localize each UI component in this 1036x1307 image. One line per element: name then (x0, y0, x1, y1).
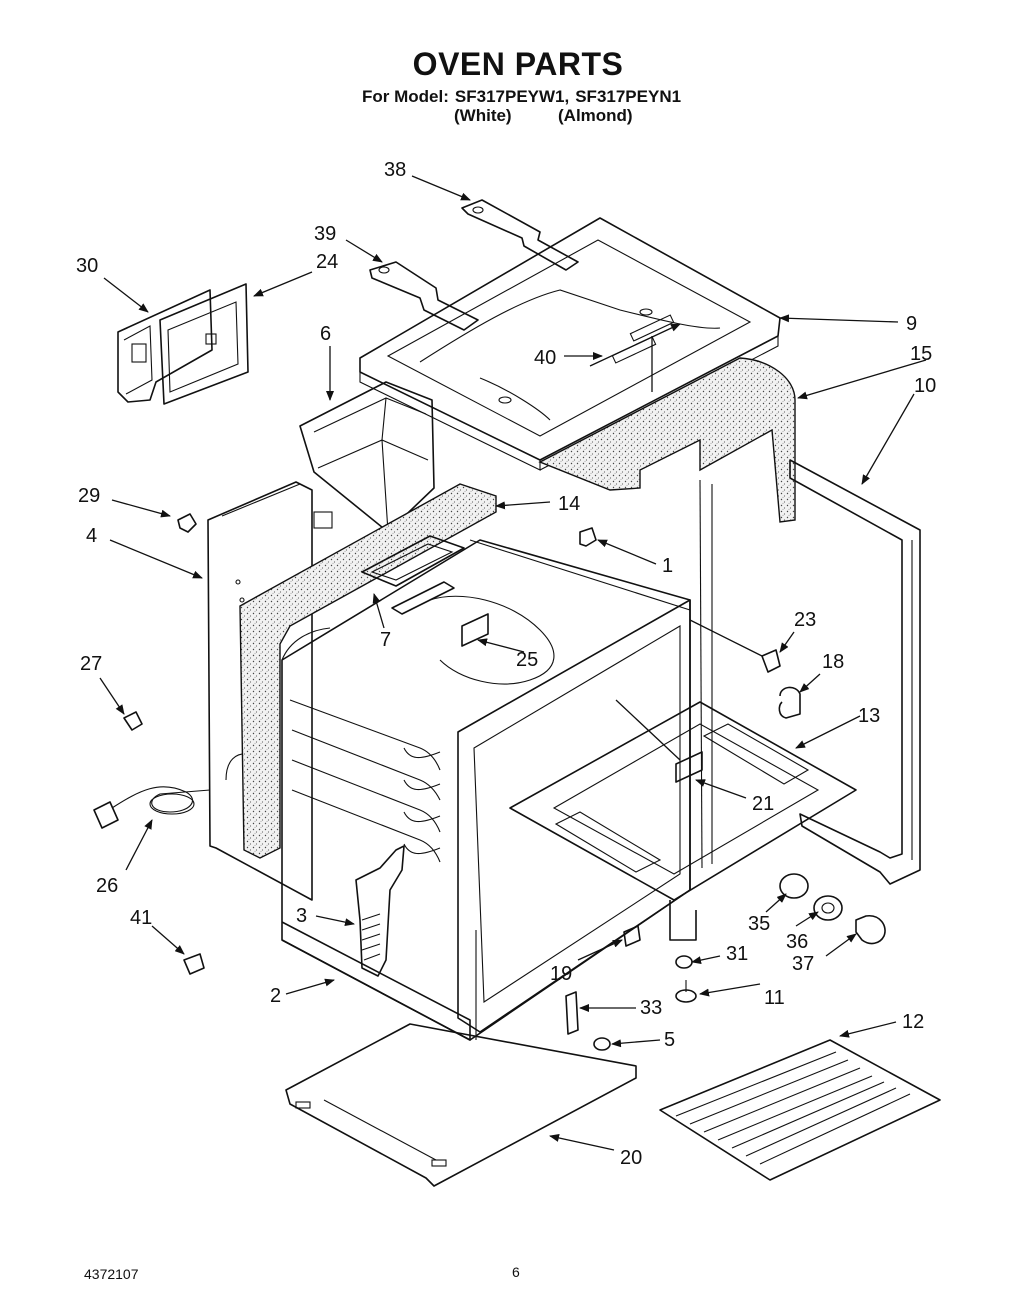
part-23-plug (761, 649, 781, 673)
model-number-almond: SF317PEYN1 (575, 87, 682, 106)
label-20: 20 (620, 1147, 642, 1169)
label-18: 18 (822, 651, 844, 673)
label-25: 25 (516, 649, 538, 671)
model-line: For Model: SF317PEYW1, SF317PEYN1 (362, 87, 687, 107)
label-21: 21 (752, 793, 774, 815)
page-title: OVEN PARTS (412, 46, 624, 82)
leader-lines (99, 175, 927, 1151)
label-39: 39 (314, 223, 336, 245)
page-number: 6 (512, 1264, 520, 1280)
model-prefix: For Model: (362, 87, 449, 106)
label-36: 36 (786, 931, 808, 953)
part-39-strip (369, 261, 479, 331)
part-9-top-panel (359, 217, 781, 471)
label-9: 9 (906, 313, 917, 335)
label-11: 11 (764, 987, 785, 1009)
label-12: 12 (902, 1011, 924, 1033)
label-2: 2 (270, 985, 281, 1007)
part-30-bracket (117, 289, 213, 403)
label-15: 15 (910, 343, 932, 365)
part-19-bracket (623, 925, 641, 947)
label-13: 13 (858, 705, 880, 727)
label-7: 7 (380, 629, 391, 651)
label-27: 27 (80, 653, 102, 675)
label-33: 33 (640, 997, 662, 1019)
label-24: 24 (316, 251, 338, 273)
part-1-clip (579, 527, 597, 547)
part-3-hinge (355, 845, 405, 977)
color-almond: (Almond) (558, 106, 633, 125)
color-white: (White) (454, 106, 512, 125)
part-20-bottom-panel (285, 1023, 637, 1187)
part-2-bottom-front (281, 921, 471, 1041)
part-24-bracket (159, 283, 249, 405)
part-26-power-cord (93, 786, 211, 829)
part-14-insulation (239, 483, 497, 859)
part-15-top-insulation (538, 357, 796, 523)
part-12-oven-rack (659, 1039, 941, 1181)
label-35: 35 (748, 913, 770, 935)
part-11-screw (675, 980, 697, 1003)
label-3: 3 (296, 905, 307, 927)
document-code: 4372107 (84, 1266, 139, 1282)
part-31-nut (675, 955, 693, 969)
part-37-bulb (855, 915, 886, 945)
label-6: 6 (320, 323, 331, 345)
part-6-vent-duct (299, 381, 435, 533)
label-10: 10 (914, 375, 936, 397)
part-33-bracket (565, 991, 579, 1035)
label-37: 37 (792, 953, 814, 975)
part-21-block (675, 751, 703, 783)
part-25-baffle (461, 613, 489, 647)
part-number-labels: 38 39 30 24 9 40 15 10 6 14 29 4 1 7 25 … (76, 159, 936, 1169)
label-19: 19 (550, 963, 572, 985)
part-5-screw (593, 1037, 611, 1051)
label-14: 14 (558, 493, 580, 515)
label-1: 1 (662, 555, 673, 577)
label-31: 31 (726, 943, 748, 965)
part-13-broiler-pan (509, 701, 857, 941)
label-4: 4 (86, 525, 97, 547)
part-35-cover (779, 873, 809, 899)
part-41-clip (183, 953, 205, 975)
label-5: 5 (664, 1029, 675, 1051)
label-30: 30 (76, 255, 98, 277)
part-29-clip (177, 513, 197, 533)
part-18-clip (778, 686, 801, 719)
model-number-white: SF317PEYW1, (454, 87, 570, 106)
part-27-clip (123, 711, 143, 731)
part-10-back-frame (699, 459, 921, 885)
label-29: 29 (78, 485, 100, 507)
part-7-vent-frame (361, 535, 465, 615)
label-23: 23 (794, 609, 816, 631)
part-36-socket (813, 895, 843, 921)
label-26: 26 (96, 875, 118, 897)
label-38: 38 (384, 159, 406, 181)
part-38-strip (461, 199, 579, 271)
label-41: 41 (130, 907, 152, 929)
label-40: 40 (534, 347, 556, 369)
